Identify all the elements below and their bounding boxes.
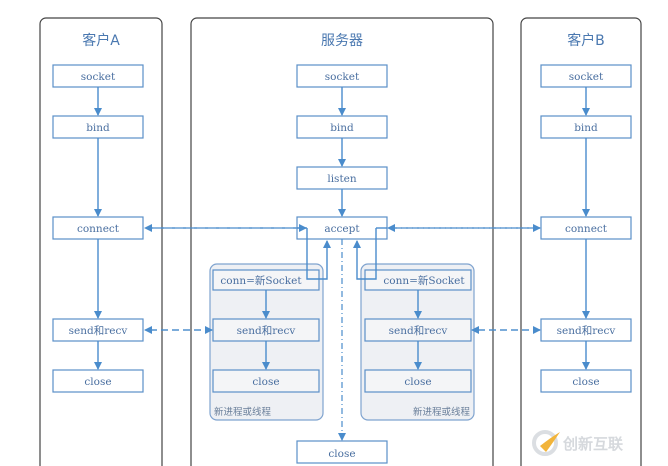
svg-text:send和recv: send和recv: [389, 325, 448, 337]
client-a-bind: bind: [52, 115, 144, 139]
client-a-socket: socket: [52, 64, 144, 88]
worker-left-send-recv: send和recv: [212, 318, 320, 342]
watermark-logo: 创新互联: [532, 430, 624, 456]
client-a-title: 客户A: [82, 32, 120, 49]
svg-text:close: close: [572, 376, 599, 388]
client-b-bind: bind: [540, 115, 632, 139]
svg-text:close: close: [404, 376, 431, 388]
worker-left-close: close: [212, 369, 320, 393]
server-bind: bind: [296, 115, 388, 139]
svg-text:socket: socket: [569, 71, 604, 83]
svg-text:close: close: [328, 448, 355, 460]
svg-text:send和recv: send和recv: [237, 325, 296, 337]
server-listen: listen: [296, 166, 388, 190]
svg-text:send和recv: send和recv: [557, 325, 616, 337]
svg-text:listen: listen: [327, 173, 357, 185]
svg-text:connect: connect: [565, 223, 608, 235]
svg-text:conn=新Socket: conn=新Socket: [220, 274, 302, 287]
svg-text:conn=新Socket: conn=新Socket: [383, 274, 465, 287]
server-title: 服务器: [321, 33, 363, 49]
svg-text:bind: bind: [330, 122, 354, 134]
svg-text:send和recv: send和recv: [69, 325, 128, 337]
client-b-title: 客户B: [567, 32, 605, 49]
svg-text:close: close: [84, 376, 111, 388]
svg-text:创新互联: 创新互联: [562, 435, 624, 453]
svg-text:accept: accept: [324, 223, 360, 235]
client-b-close: close: [540, 369, 632, 393]
client-a-connect: connect: [52, 216, 144, 240]
client-b-socket: socket: [540, 64, 632, 88]
svg-text:close: close: [252, 376, 279, 388]
server-close: close: [296, 440, 388, 464]
svg-text:socket: socket: [325, 71, 360, 83]
worker-right-label: 新进程或线程: [413, 406, 471, 418]
worker-left-label: 新进程或线程: [214, 406, 272, 418]
svg-text:socket: socket: [81, 71, 116, 83]
flow-arrows: [94, 87, 590, 441]
worker-right-close: close: [364, 369, 472, 393]
client-b-connect: connect: [540, 216, 632, 240]
server-accept: accept: [296, 216, 388, 240]
svg-text:connect: connect: [77, 223, 120, 235]
svg-text:bind: bind: [86, 122, 110, 134]
svg-text:bind: bind: [574, 122, 598, 134]
worker-left-conn: conn=新Socket: [212, 269, 320, 291]
client-b-send-recv: send和recv: [540, 318, 632, 342]
server-socket: socket: [296, 64, 388, 88]
worker-right-send-recv: send和recv: [364, 318, 472, 342]
client-a-close: close: [52, 369, 144, 393]
worker-right-conn: conn=新Socket: [364, 269, 472, 291]
client-a-send-recv: send和recv: [52, 318, 144, 342]
